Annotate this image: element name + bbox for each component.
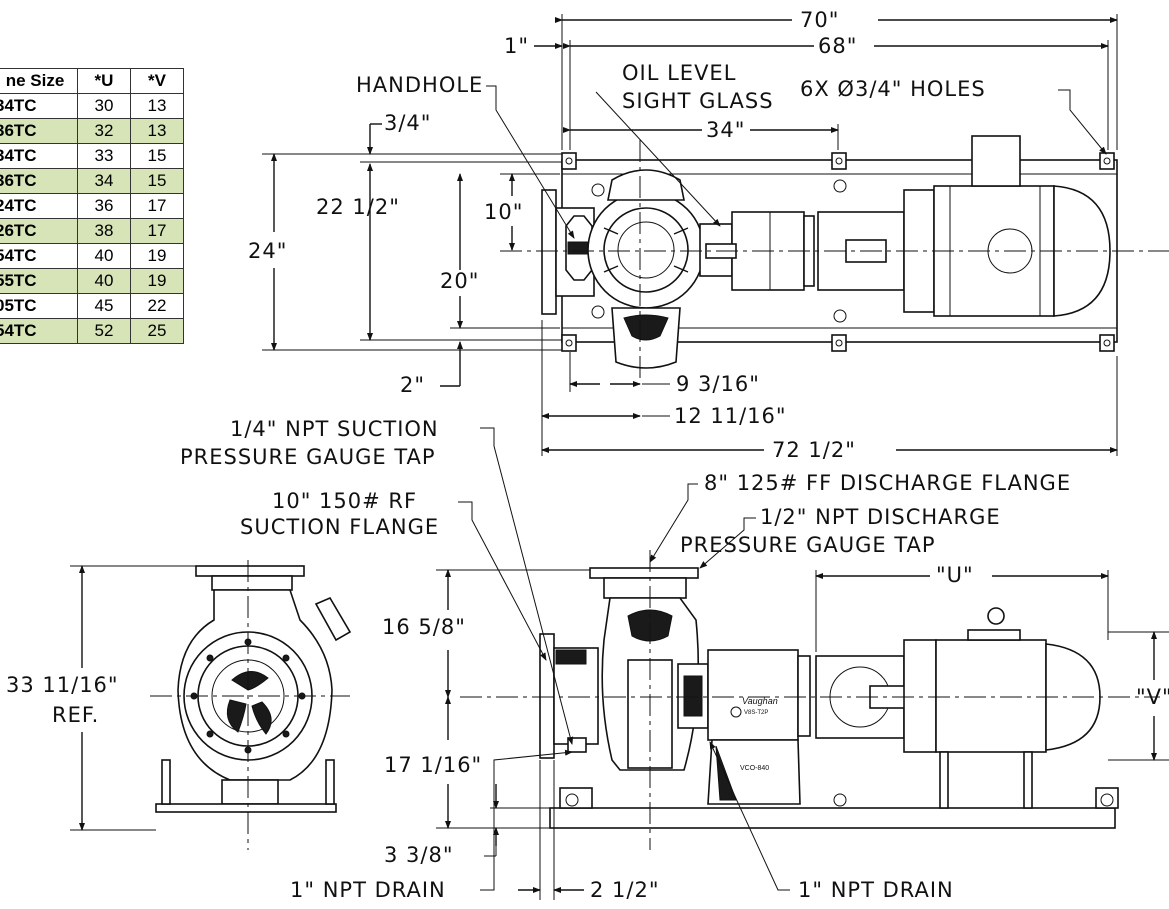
callout-discharge-tap-1: 1/2" NPT DISCHARGE	[760, 505, 1001, 529]
dim-1: 1"	[504, 34, 529, 58]
cell-v: 15	[130, 143, 184, 169]
cell-u: 40	[77, 268, 131, 294]
callout-suction-flange-2: SUCTION FLANGE	[240, 515, 439, 539]
dim-12-11-16: 12 11/16"	[674, 404, 787, 428]
cell-v: 19	[130, 268, 184, 294]
header-v: *V	[130, 68, 184, 94]
header-u: *U	[77, 68, 131, 94]
header-frame-size: ne Size	[0, 68, 78, 94]
callout-discharge-flange: 8" 125# FF DISCHARGE FLANGE	[704, 471, 1071, 495]
dim-20: 20"	[440, 269, 479, 293]
cell-u: 30	[77, 93, 131, 119]
side-dimensions: "U" "V" 16 5/8" 17 1/16" 3 3/8" 2 1/2"	[382, 563, 1169, 902]
dim-33-11-16: 33 11/16"	[6, 673, 119, 697]
cell-v: 22	[130, 293, 184, 319]
table-row: 54TC5225	[0, 318, 184, 344]
dim-10: 10"	[484, 200, 523, 224]
table-row: 34TC3013	[0, 93, 184, 119]
dim-72-1-2: 72 1/2"	[772, 438, 856, 462]
dim-22-1-2: 22 1/2"	[316, 195, 400, 219]
cell-u: 40	[77, 243, 131, 269]
table-row: 36TC3415	[0, 168, 184, 194]
nameplate-brand: Vaughan	[742, 696, 778, 706]
dim-2-1-2: 2 1/2"	[590, 878, 660, 902]
dim-2: 2"	[400, 373, 425, 397]
side-view: Vaughan V8S-T2P VCO-840	[460, 550, 1160, 850]
callout-drain-left: 1" NPT DRAIN	[290, 878, 446, 902]
cell-u: 45	[77, 293, 131, 319]
table-row: 54TC4019	[0, 243, 184, 269]
callout-suction-tap-1: 1/4" NPT SUCTION	[230, 417, 439, 441]
nameplate-pedestal: VCO-840	[740, 765, 769, 772]
dim-ref: REF.	[52, 703, 99, 727]
dim-16-5-8: 16 5/8"	[382, 615, 466, 639]
cell-v: 25	[130, 318, 184, 344]
cell-v: 13	[130, 118, 184, 144]
cell-v: 17	[130, 218, 184, 244]
plan-callouts: HANDHOLE OIL LEVEL SIGHT GLASS 6X Ø3/4" …	[356, 61, 1107, 239]
dim-68: 68"	[818, 34, 857, 58]
pump-volute-plan	[587, 169, 705, 369]
cell-v: 17	[130, 193, 184, 219]
dim-34: 34"	[706, 118, 745, 142]
side-callouts: 1/4" NPT SUCTION PRESSURE GAUGE TAP 10" …	[180, 417, 1071, 902]
cell-u: 34	[77, 168, 131, 194]
table-header-row: ne Size *U *V	[0, 68, 184, 94]
dim-3-4: 3/4"	[384, 111, 431, 135]
plan-view	[500, 135, 1169, 380]
cell-v: 13	[130, 93, 184, 119]
table-row: 24TC3617	[0, 193, 184, 219]
cell-u: 38	[77, 218, 131, 244]
callout-oil-level-1: OIL LEVEL	[622, 61, 736, 85]
cell-frame: 05TC	[0, 293, 78, 319]
dim-u: "U"	[936, 563, 974, 587]
callout-oil-level-2: SIGHT GLASS	[622, 89, 774, 113]
callout-discharge-tap-2: PRESSURE GAUGE TAP	[680, 533, 936, 557]
cell-u: 33	[77, 143, 131, 169]
end-view: 33 11/16" REF.	[6, 560, 352, 850]
dim-17-1-16: 17 1/16"	[384, 753, 482, 777]
callout-drain-right: 1" NPT DRAIN	[798, 878, 954, 902]
cell-frame: 26TC	[0, 218, 78, 244]
dim-24: 24"	[248, 239, 287, 263]
cell-v: 19	[130, 243, 184, 269]
dim-3-3-8: 3 3/8"	[384, 843, 454, 867]
dim-v: "V"	[1136, 685, 1169, 709]
mounting-hole-pads	[561, 152, 1115, 352]
table-row: 05TC4522	[0, 293, 184, 319]
callout-suction-tap-2: PRESSURE GAUGE TAP	[180, 445, 436, 469]
cell-u: 36	[77, 193, 131, 219]
callout-suction-flange-1: 10" 150# RF	[272, 489, 417, 513]
dim-9-3-16: 9 3/16"	[676, 372, 760, 396]
table-row: 26TC3817	[0, 218, 184, 244]
callout-holes: 6X Ø3/4" HOLES	[800, 77, 986, 101]
dim-70: 70"	[800, 8, 839, 32]
cell-frame: 55TC	[0, 268, 78, 294]
cell-u: 52	[77, 318, 131, 344]
cell-v: 15	[130, 168, 184, 194]
table-row: 55TC4019	[0, 268, 184, 294]
nameplate-model: V8S-T2P	[744, 710, 768, 716]
callout-handhole: HANDHOLE	[356, 73, 483, 97]
motor-side	[903, 607, 1101, 809]
cell-u: 32	[77, 118, 131, 144]
plan-dimensions: 70" 68" 1" 34" 3/4" 22 1/2" 24"	[248, 8, 1118, 462]
